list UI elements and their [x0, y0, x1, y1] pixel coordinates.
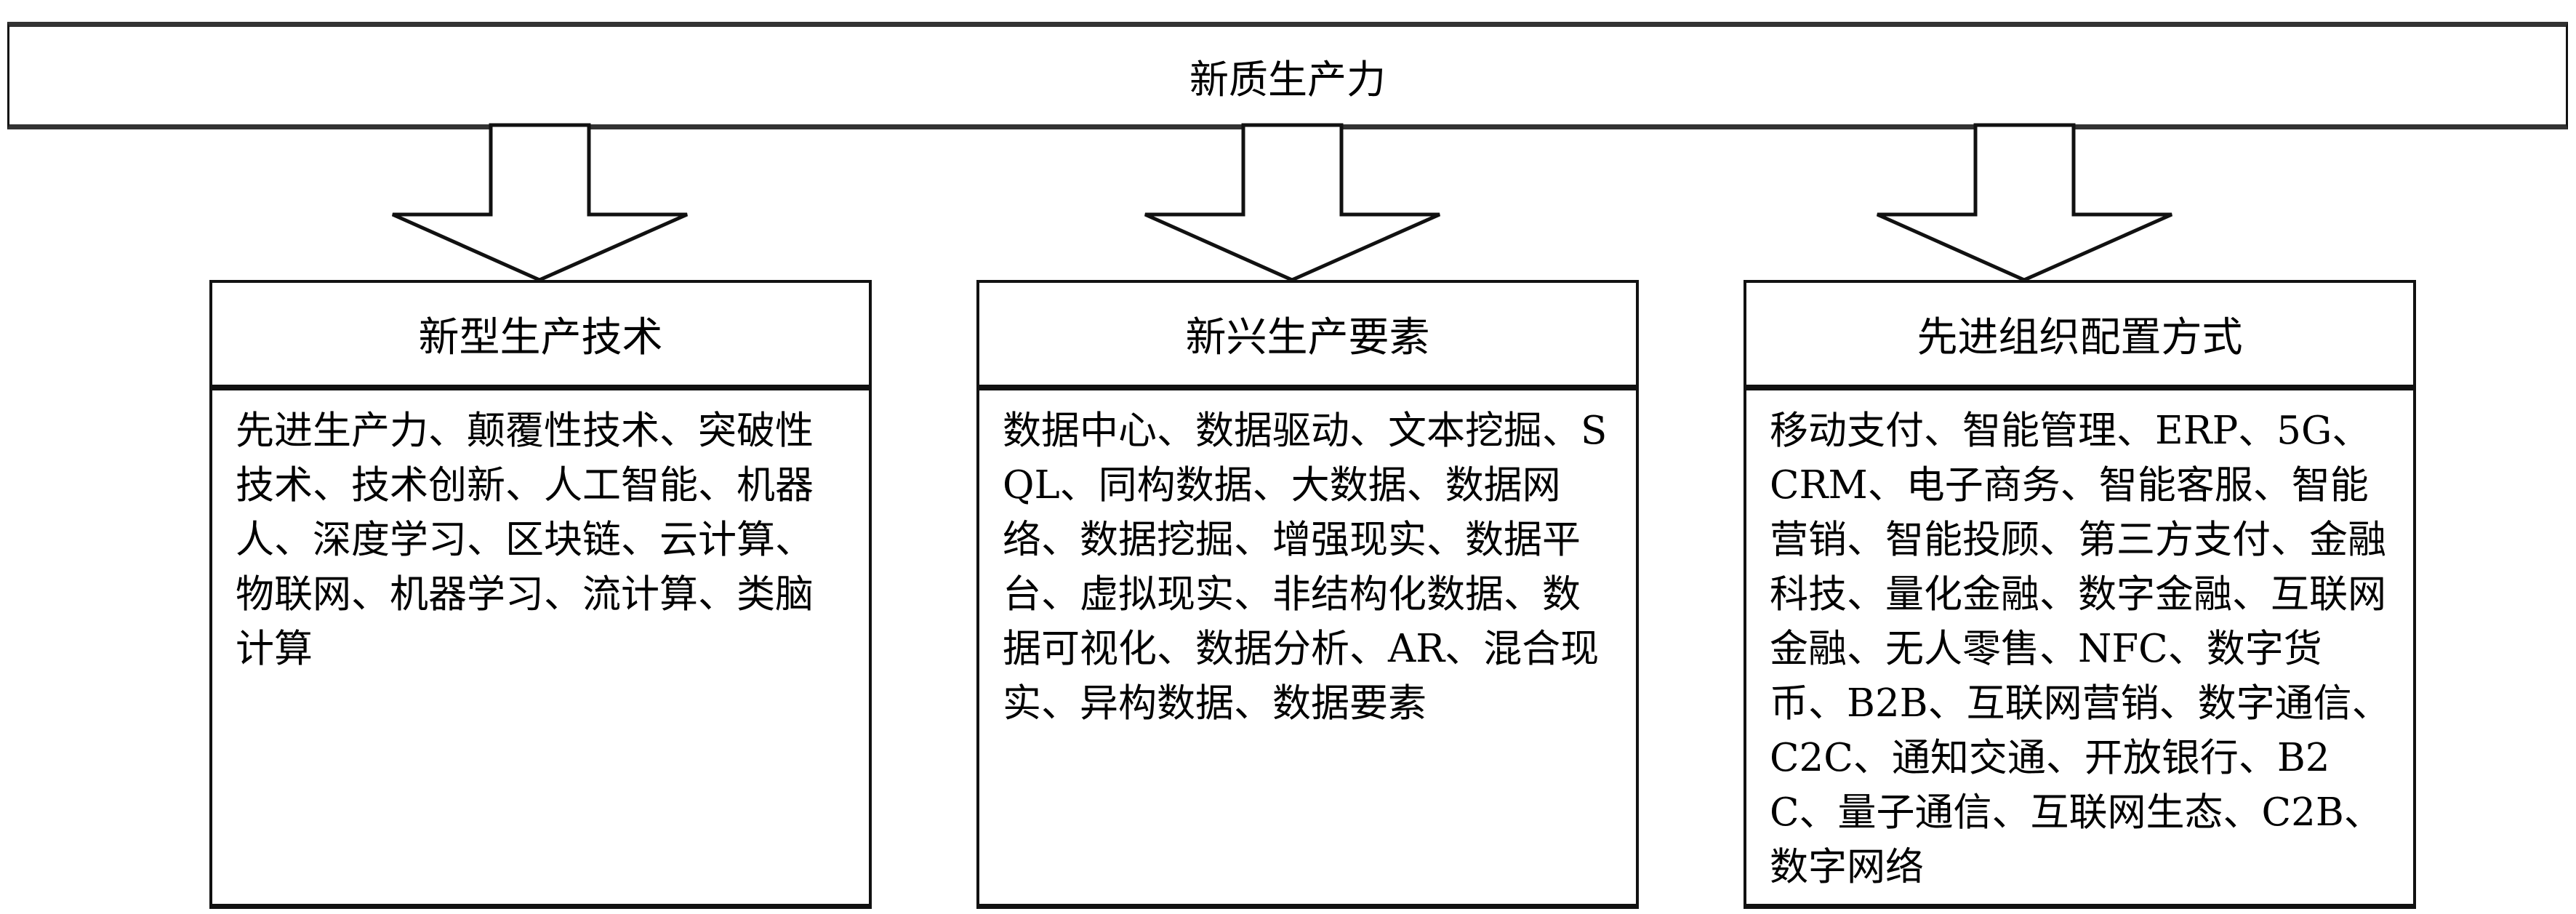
column-content: 先进生产力、颠覆性技术、突破性技术、技术创新、人工智能、机器人、深度学习、区块链… — [236, 409, 814, 671]
column-header: 新兴生产要素 — [979, 283, 1636, 390]
column-advanced-organization-allocation: 先进组织配置方式 移动支付、智能管理、ERP、5G、CRM、电子商务、智能客服、… — [1744, 280, 2416, 909]
column-emerging-production-factors: 新兴生产要素 数据中心、数据驱动、文本挖掘、SQL、同构数据、大数据、数据网络、… — [976, 280, 1639, 909]
column-header: 先进组织配置方式 — [1746, 283, 2413, 390]
column-content: 移动支付、智能管理、ERP、5G、CRM、电子商务、智能客服、智能营销、智能投顾… — [1770, 409, 2391, 889]
column-new-production-technology: 新型生产技术 先进生产力、颠覆性技术、突破性技术、技术创新、人工智能、机器人、深… — [209, 280, 872, 909]
root-node-box: 新质生产力 — [7, 22, 2568, 129]
block-arrow-down-icon — [391, 123, 689, 282]
column-title: 新型生产技术 — [418, 313, 663, 361]
column-title: 新兴生产要素 — [1185, 313, 1430, 361]
column-title: 先进组织配置方式 — [1917, 313, 2243, 361]
block-arrow-down-icon — [1144, 123, 1441, 282]
column-header: 新型生产技术 — [212, 283, 869, 390]
root-node-label: 新质生产力 — [1189, 56, 1386, 103]
column-content: 数据中心、数据驱动、文本挖掘、SQL、同构数据、大数据、数据网络、数据挖掘、增强… — [1003, 409, 1608, 726]
block-arrow-down-icon — [1876, 123, 2173, 282]
